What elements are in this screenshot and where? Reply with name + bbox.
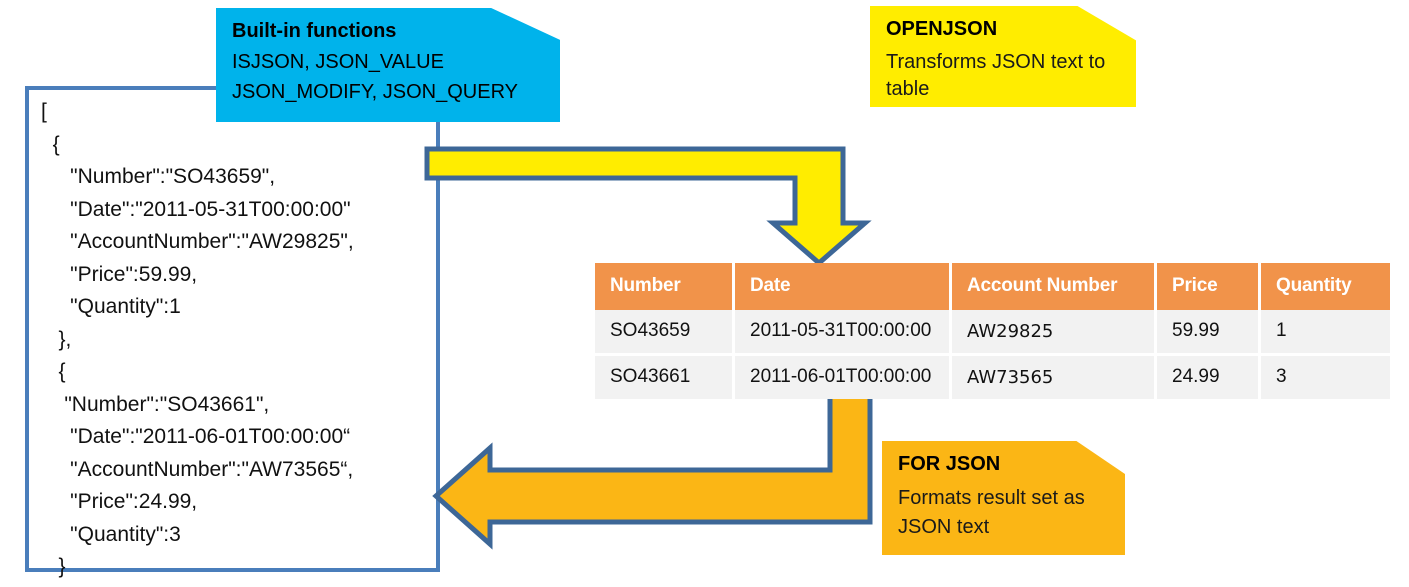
callout-built-in-body: ISJSON, JSON_VALUE JSON_MODIFY, JSON_QUE…: [232, 51, 518, 103]
table-row: SO43661 2011-06-01T00:00:00 AW73565 24.9…: [595, 356, 1390, 399]
cell-date: 2011-06-01T00:00:00: [735, 356, 952, 399]
cell-number: SO43661: [595, 356, 735, 399]
cell-price: 59.99: [1157, 310, 1261, 356]
table-row: SO43659 2011-05-31T00:00:00 AW29825 59.9…: [595, 310, 1390, 356]
cell-price: 24.99: [1157, 356, 1261, 399]
callout-for-json-body: Formats result set as JSON text: [898, 487, 1085, 538]
cell-account-number: AW73565: [952, 356, 1157, 399]
openjson-flow-arrow: [424, 146, 872, 267]
cell-date: 2011-05-31T00:00:00: [735, 310, 952, 356]
for-json-flow-arrow: [432, 393, 873, 550]
json-document-panel: [ { "Number":"SO43659", "Date":"2011-05-…: [25, 86, 440, 578]
table-header-quantity: Quantity: [1261, 263, 1390, 310]
callout-openjson-title: OPENJSON: [886, 18, 998, 40]
cell-quantity: 3: [1261, 356, 1390, 399]
callout-openjson-body: Transforms JSON text to table: [886, 51, 1106, 100]
callout-built-in-functions: Built-in functions ISJSON, JSON_VALUE JS…: [216, 8, 560, 122]
table-header-row: Number Date Account Number Price Quantit…: [595, 263, 1390, 310]
cell-account-number: AW29825: [952, 310, 1157, 356]
cell-quantity: 1: [1261, 310, 1390, 356]
table-header-account-number: Account Number: [952, 263, 1157, 310]
callout-for-json-title: FOR JSON: [898, 453, 1001, 475]
table-header-number: Number: [595, 263, 735, 310]
callout-for-json: FOR JSON Formats result set as JSON text: [882, 441, 1125, 555]
result-table: Number Date Account Number Price Quantit…: [595, 263, 1390, 399]
table-header-date: Date: [735, 263, 952, 310]
callout-openjson: OPENJSON Transforms JSON text to table: [870, 6, 1136, 107]
json-document-text: [ { "Number":"SO43659", "Date":"2011-05-…: [41, 100, 354, 578]
callout-built-in-title: Built-in functions: [232, 20, 397, 42]
table-header-price: Price: [1157, 263, 1261, 310]
cell-number: SO43659: [595, 310, 735, 356]
